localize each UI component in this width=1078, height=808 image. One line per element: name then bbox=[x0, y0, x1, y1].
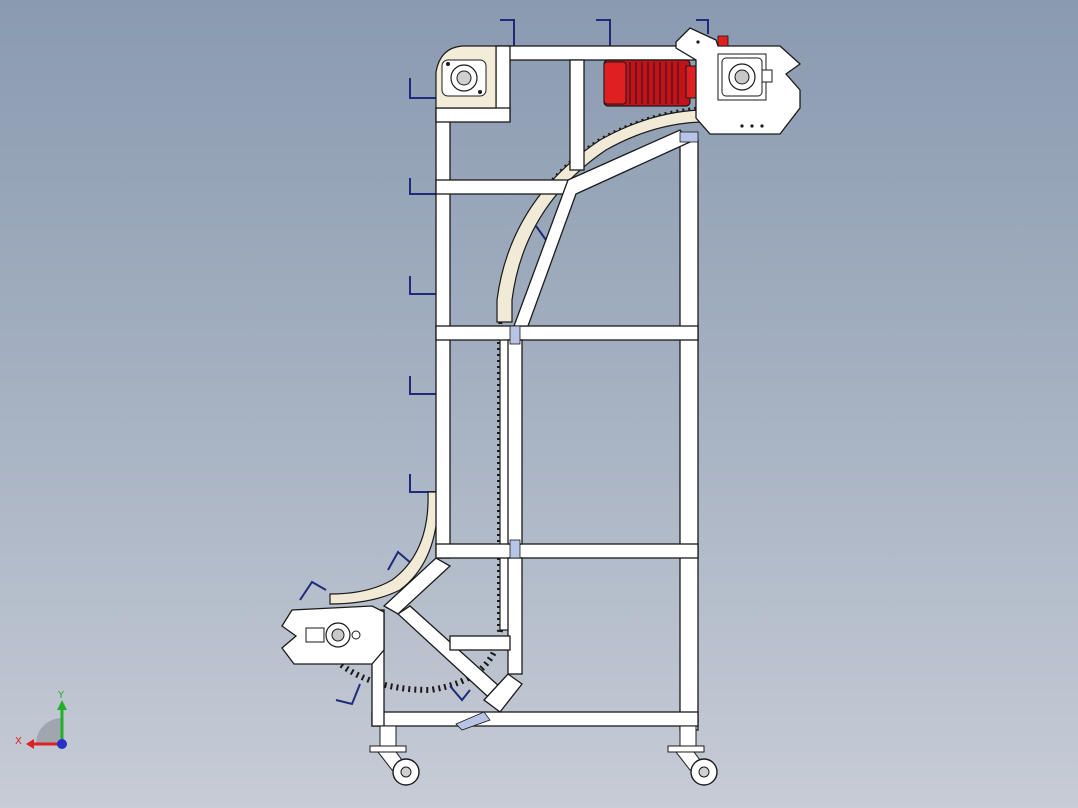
cross-member-2 bbox=[435, 325, 699, 341]
cleat bbox=[409, 178, 436, 195]
bottom-beam bbox=[371, 711, 699, 727]
cleat bbox=[596, 19, 611, 46]
cleat bbox=[335, 683, 361, 706]
cross-member-3 bbox=[435, 543, 699, 559]
caster-right[interactable] bbox=[667, 725, 718, 786]
cleat bbox=[299, 580, 327, 601]
cleat bbox=[409, 78, 436, 99]
cleat bbox=[696, 19, 709, 34]
lower-inner-beam bbox=[449, 635, 511, 651]
lower-curve-guide bbox=[329, 491, 439, 605]
tail-bracket[interactable] bbox=[281, 605, 385, 665]
inner-post-lower bbox=[507, 557, 523, 675]
inner-post bbox=[507, 339, 523, 545]
right-post bbox=[679, 139, 699, 731]
diagonal-brace-lower bbox=[382, 557, 452, 615]
cross-member-1 bbox=[435, 179, 569, 195]
cleat bbox=[409, 376, 436, 395]
top-mid-column bbox=[569, 59, 585, 171]
main-frame[interactable] bbox=[371, 45, 711, 731]
diagonal-brace-right bbox=[483, 673, 523, 713]
diagonal-brace-upper bbox=[513, 129, 692, 327]
cleat bbox=[387, 550, 413, 571]
cleat bbox=[500, 19, 515, 46]
cleat bbox=[409, 276, 436, 295]
cleat bbox=[449, 685, 471, 702]
frame-joints bbox=[455, 131, 699, 731]
head-drive-bracket[interactable] bbox=[675, 27, 802, 135]
drive-motor[interactable] bbox=[603, 59, 697, 107]
cleat bbox=[409, 474, 436, 493]
left-top-bracket bbox=[435, 107, 511, 123]
caster-left[interactable] bbox=[369, 725, 420, 786]
top-left-bearing[interactable] bbox=[435, 45, 497, 109]
